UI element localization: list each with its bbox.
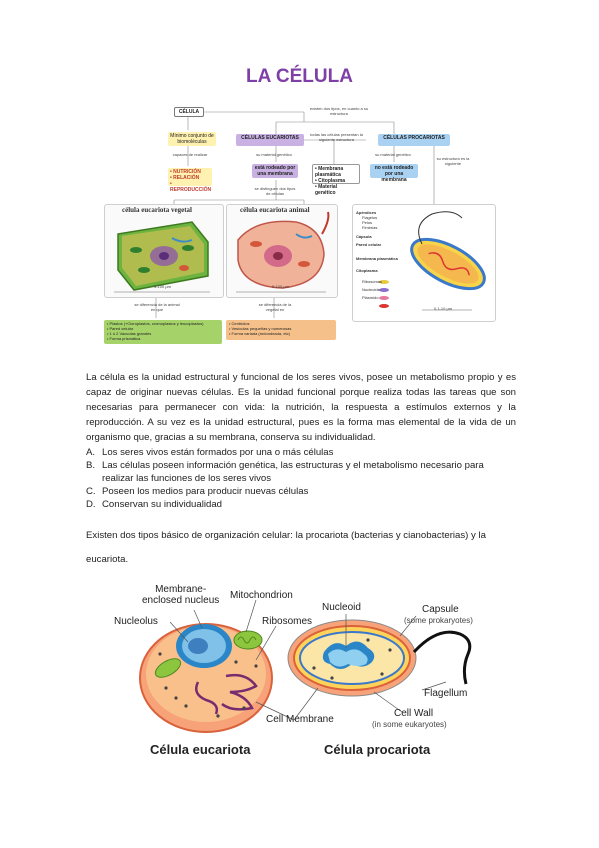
concept-left-box: Mínimo conjunto de biomoléculas bbox=[168, 132, 216, 146]
title-prokaryotic: Célula procariota bbox=[324, 742, 431, 757]
animal-cell-title: célula eucariota animal bbox=[240, 206, 310, 214]
list-item-text: Poseen los medios para producir nuevas c… bbox=[102, 486, 309, 497]
concept-root: CÉLULA bbox=[174, 107, 204, 117]
concept-prok-box: CÉLULAS PROCARIOTAS bbox=[378, 134, 450, 146]
structure-item: • Material genético bbox=[315, 184, 338, 196]
label-membrane-nucleus-line: Membrane- enclosed nucleus bbox=[142, 584, 220, 606]
animal-features: • Centriolos • Vesículas pequeñas y nume… bbox=[226, 320, 336, 340]
concept-prok-side-note: su estructura es la siguiente bbox=[436, 156, 470, 166]
label-mitochondrion: Mitochondrion bbox=[230, 590, 293, 601]
list-marker: A. bbox=[86, 447, 96, 458]
list-item: A. Los seres vivos están formados por una… bbox=[86, 446, 516, 459]
concept-map: CÉLULA existen dos tipos, en cuanto a su… bbox=[104, 104, 496, 352]
list-item: D. Conservan su individualidad bbox=[86, 498, 516, 511]
concept-euk-sub: está rodeado por una membrana bbox=[252, 164, 298, 178]
cell-comparison-illustration bbox=[139, 599, 472, 733]
title-eukaryotic: Célula eucariota bbox=[150, 742, 251, 757]
plant-feature-item: • Forma prismática bbox=[107, 336, 141, 341]
label-cell-wall-note: (in some eukaryotes) bbox=[372, 720, 447, 729]
plant-features: • Plastos (+Cloroplastos, cromoplastos y… bbox=[104, 320, 222, 344]
prok-label: Fimbrias bbox=[362, 225, 378, 230]
prok-label: Apéndices bbox=[356, 210, 377, 215]
plant-cell-title: célula eucariota vegetal bbox=[122, 206, 192, 214]
function-item: • REPRODUCCIÓN bbox=[170, 181, 212, 193]
page-title: LA CÉLULA bbox=[246, 66, 353, 87]
label-membrane-nucleus: Membrane- enclosed nucleus bbox=[142, 584, 219, 606]
animal-feature-item: • Forma variada (redondeada, etc) bbox=[229, 331, 290, 336]
organization-paragraph: Existen dos tipos básico de organización… bbox=[86, 530, 486, 565]
animal-cell-illustration bbox=[236, 211, 330, 293]
label-nucleolus: Nucleolus bbox=[114, 616, 158, 627]
function-item: • NUTRICIÓN bbox=[170, 169, 201, 175]
prok-label: Nucleoide bbox=[362, 287, 380, 292]
prok-label: Plásmido bbox=[362, 295, 379, 300]
plant-diff-note: se diferencia de la animal en que bbox=[134, 302, 180, 312]
animal-diff-note: se diferencia de la vegetal en bbox=[258, 302, 292, 312]
label-capsule-note: (some prokaryotes) bbox=[404, 616, 473, 625]
animal-cell-scale: 5-100 µm bbox=[272, 284, 289, 289]
list-marker: B. bbox=[86, 460, 96, 471]
plant-feature-item: • Pared celular bbox=[107, 326, 134, 331]
list-item-text: Las células poseen información genética,… bbox=[102, 460, 484, 484]
label-cell-membrane: Cell Membrane bbox=[266, 714, 334, 725]
prok-label: Pelos bbox=[362, 220, 373, 225]
prok-label: Ribosomas bbox=[362, 279, 383, 284]
list-marker: C. bbox=[86, 486, 96, 497]
plant-cell-illustration bbox=[114, 221, 210, 293]
prok-label: Cápsula bbox=[356, 234, 372, 239]
structure-item: • Citoplasma bbox=[315, 178, 346, 184]
label-nucleoid: Nucleoid bbox=[322, 602, 361, 613]
prok-label: Membrana plasmática bbox=[356, 256, 398, 261]
list-item-text: Conservan su individualidad bbox=[102, 499, 222, 510]
cell-comparison-diagram: Membrane- enclosed nucleus Mitochondrion… bbox=[106, 580, 506, 760]
list-item-text: Los seres vivos están formados por una o… bbox=[102, 447, 334, 458]
animal-feature-item: • Vesículas pequeñas y numerosas bbox=[229, 326, 292, 331]
concept-euk-types-note: se distinguen dos tipos de células bbox=[254, 186, 296, 196]
label-capsule: Capsule bbox=[422, 604, 459, 615]
concept-euk-note: su material genético bbox=[256, 152, 292, 157]
concept-functions: • NUTRICIÓN • RELACIÓN • REPRODUCCIÓN bbox=[168, 168, 212, 193]
plant-cell-scale: 5-100 µm bbox=[154, 284, 171, 289]
concept-prok-note: su material genético bbox=[375, 152, 411, 157]
concept-root-note: existen dos tipos, en cuanto a su estruc… bbox=[309, 106, 369, 116]
list-item: C. Poseen los medios para producir nuevas… bbox=[86, 485, 516, 498]
label-flagellum: Flagellum bbox=[424, 688, 468, 699]
concept-middle-note: todas las células presentan la siguiente… bbox=[310, 132, 363, 142]
plant-feature-item: • 1 ó 2 Vacuolas grandes bbox=[107, 331, 152, 336]
label-cell-wall: Cell Wall bbox=[394, 708, 434, 719]
label-ribosomes: Ribosomes bbox=[262, 616, 313, 627]
intro-paragraph: La célula es la unidad estructural y fun… bbox=[86, 372, 516, 443]
concept-left-note: capaces de realizar bbox=[172, 152, 208, 157]
list-marker: D. bbox=[86, 499, 96, 510]
prokaryote-scale: 0,1-10 µm bbox=[434, 306, 453, 311]
prok-label: Citoplasma bbox=[356, 268, 378, 273]
concept-middle-items: • Membrana plasmática • Citoplasma • Mat… bbox=[312, 164, 360, 196]
prok-label: Flagelos bbox=[362, 215, 378, 220]
prokaryote-illustration bbox=[379, 211, 486, 311]
cell-theory-list: A. Los seres vivos están formados por una… bbox=[86, 446, 516, 511]
list-item: B. Las células poseen información genétic… bbox=[86, 459, 516, 485]
animal-feature-item: • Centriolos bbox=[229, 321, 250, 326]
plant-feature-item: • Plastos (+Cloroplastos, cromoplastos y… bbox=[107, 321, 204, 326]
prok-label: Pared celular bbox=[356, 242, 382, 247]
concept-prok-sub: no está rodeado por una membrana bbox=[370, 164, 418, 183]
function-item: • RELACIÓN bbox=[170, 175, 200, 181]
structure-item: • Membrana plasmática bbox=[315, 166, 344, 178]
concept-euk-box: CÉLULAS EUCARIOTAS bbox=[236, 134, 304, 146]
